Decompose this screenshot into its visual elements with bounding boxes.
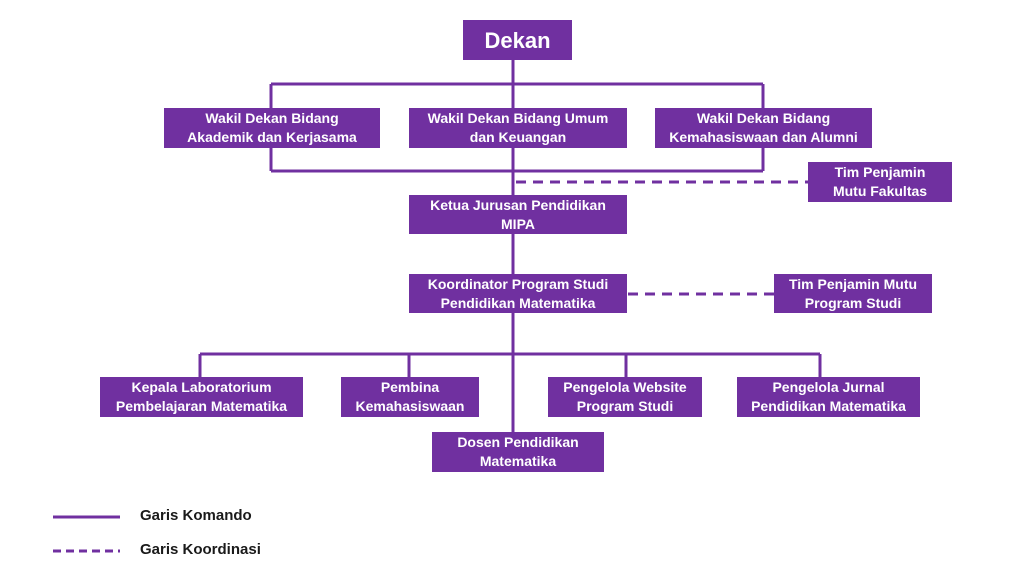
- node-pengelola-jurnal[interactable]: Pengelola Jurnal Pendidikan Matematika: [737, 377, 920, 417]
- node-kepala-laboratorium[interactable]: Kepala Laboratorium Pembelajaran Matemat…: [100, 377, 303, 417]
- node-label: Dosen Pendidikan Matematika: [457, 434, 579, 469]
- node-pembina-kemahasiswaan[interactable]: Pembina Kemahasiswaan: [341, 377, 479, 417]
- node-label: Wakil Dekan Bidang Kemahasiswaan dan Alu…: [669, 110, 858, 145]
- node-label: Dekan: [484, 27, 551, 53]
- node-tim-penjamin-mutu-prodi[interactable]: Tim Penjamin Mutu Program Studi: [774, 274, 932, 313]
- node-label: Ketua Jurusan Pendidikan MIPA: [430, 196, 606, 232]
- node-label: Pembina Kemahasiswaan: [355, 379, 465, 414]
- node-label: Kepala Laboratorium Pembelajaran Matemat…: [115, 379, 288, 414]
- node-label: Pengelola Jurnal Pendidikan Matematika: [751, 379, 906, 414]
- node-tim-penjamin-mutu-fakultas[interactable]: Tim Penjamin Mutu Fakultas: [808, 162, 952, 202]
- node-wakil-dekan-umum[interactable]: Wakil Dekan Bidang Umum dan Keuangan: [409, 108, 627, 148]
- node-koordinator-prodi[interactable]: Koordinator Program Studi Pendidikan Mat…: [409, 274, 627, 313]
- node-label: Tim Penjamin Mutu Fakultas: [832, 164, 928, 199]
- node-label: Wakil Dekan Bidang Umum dan Keuangan: [427, 110, 609, 145]
- legend-command-label: Garis Komando: [140, 507, 252, 524]
- node-ketua-jurusan[interactable]: Ketua Jurusan Pendidikan MIPA: [409, 195, 627, 234]
- node-dosen[interactable]: Dosen Pendidikan Matematika: [432, 432, 604, 472]
- node-wakil-dekan-kemahasiswaan[interactable]: Wakil Dekan Bidang Kemahasiswaan dan Alu…: [655, 108, 872, 148]
- node-label: Pengelola Website Program Studi: [563, 379, 687, 414]
- node-label: Koordinator Program Studi Pendidikan Mat…: [427, 275, 609, 311]
- node-pengelola-website[interactable]: Pengelola Website Program Studi: [548, 377, 702, 417]
- node-dekan[interactable]: Dekan: [463, 20, 572, 60]
- node-label: Tim Penjamin Mutu Program Studi: [788, 275, 918, 311]
- legend-coordination-label: Garis Koordinasi: [140, 541, 261, 558]
- node-wakil-dekan-akademik[interactable]: Wakil Dekan Bidang Akademik dan Kerjasam…: [164, 108, 380, 148]
- node-label: Wakil Dekan Bidang Akademik dan Kerjasam…: [187, 110, 357, 145]
